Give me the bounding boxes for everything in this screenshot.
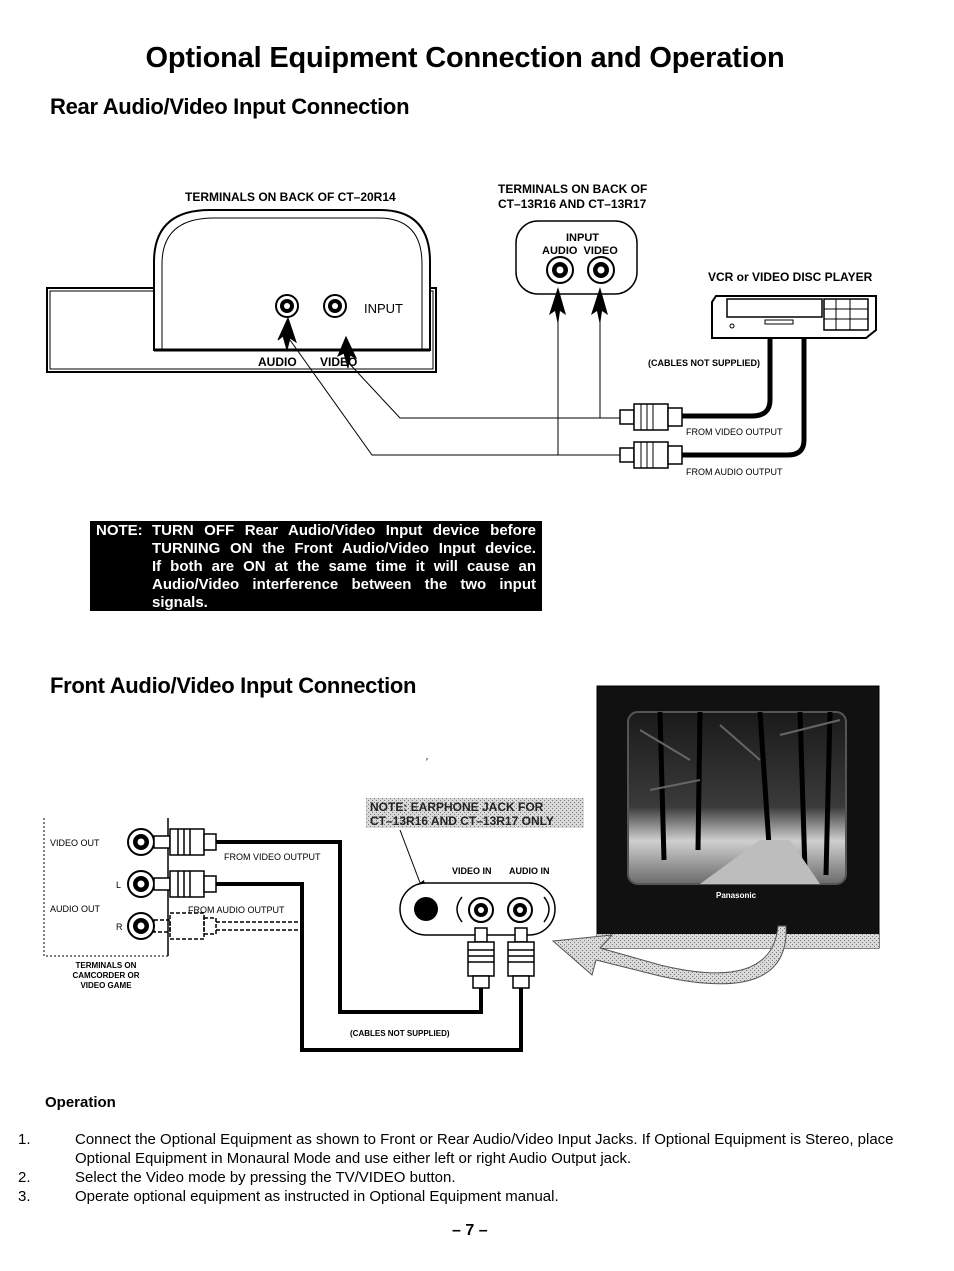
rca-plug-audio [619, 441, 683, 469]
terminals-camcorder-line-1: TERMINALS ON [76, 961, 137, 970]
tree-branches [639, 719, 841, 791]
ct13-arrows [549, 287, 608, 325]
front-from-audio-output: FROM AUDIO OUTPUT [188, 905, 285, 915]
note-text: TURN OFF Rear Audio/Video Input device b… [152, 522, 536, 612]
terminals-ct13-label-1: TERMINALS ON BACK OF [498, 182, 647, 196]
front-cables-not-supplied: (CABLES NOT SUPPLIED) [350, 1029, 450, 1038]
video-out-label: VIDEO OUT [50, 838, 100, 848]
rear-section-heading: Rear Audio/Video Input Connection [50, 94, 410, 119]
vcr-label: VCR or VIDEO DISC PLAYER [708, 270, 873, 284]
r-label: R [116, 922, 123, 932]
note-line: TURNING ON the Front Audio/Video Input d… [152, 540, 536, 557]
terminals-ct13-label-2: CT–13R16 AND CT–13R17 [498, 197, 647, 211]
front-from-video-output: FROM VIDEO OUTPUT [224, 852, 321, 862]
ct20r14-audio-jack [275, 294, 299, 318]
note-line: If both are ON at the same time it will … [152, 558, 536, 575]
terminals-camcorder-line-2: CAMCORDER OR [72, 971, 139, 980]
ct13-jack-labels: AUDIO VIDEO [542, 245, 618, 257]
page-number: – 7 – [452, 1222, 488, 1239]
front-plug-video [467, 927, 495, 989]
note-label: NOTE: [96, 522, 143, 539]
operation-step: 1. Connect the Optional Equipment as sho… [18, 1130, 898, 1168]
audio-in-label: AUDIO IN [509, 866, 550, 876]
vcr-device [711, 295, 877, 339]
video-in-label: VIDEO IN [452, 866, 492, 876]
terminals-camcorder-line-3: VIDEO GAME [80, 981, 132, 990]
l-label: L [116, 880, 121, 890]
pointer-arrow [551, 925, 787, 985]
step-number: 2. [18, 1169, 31, 1186]
rca-plug-video [619, 403, 683, 431]
rear-cables-not-supplied: (CABLES NOT SUPPLIED) [648, 358, 760, 368]
front-cables [214, 840, 523, 1052]
audio-out-label: AUDIO OUT [50, 904, 101, 914]
ct13-input-label: INPUT [566, 232, 599, 244]
step-text: Select the Video mode by pressing the TV… [75, 1169, 456, 1186]
road [700, 840, 820, 884]
camcorder-plug-video [153, 828, 217, 856]
step-text: Operate optional equipment as instructed… [75, 1188, 559, 1205]
note-line: signals. [152, 594, 208, 611]
rear-from-audio-output: FROM AUDIO OUTPUT [686, 467, 783, 477]
front-plug-audio [507, 927, 535, 989]
page-title: Optional Equipment Connection and Operat… [145, 42, 785, 74]
step-text: Connect the Optional Equipment as shown … [75, 1131, 894, 1167]
audio-label: AUDIO [258, 355, 297, 369]
front-section-heading: Front Audio/Video Input Connection [50, 673, 417, 698]
front-jack-panel [399, 882, 556, 936]
front-connection-diagram: Panasonic NOTE: EARPHONE JACK FOR CT–13R… [43, 685, 880, 1052]
earphone-jack [414, 897, 438, 921]
camcorder-plug-audio-l [153, 870, 217, 898]
earphone-note-line-1: NOTE: EARPHONE JACK FOR [370, 800, 544, 814]
note-line: TURN OFF Rear Audio/Video Input device b… [152, 522, 536, 539]
operation-steps: 1. Connect the Optional Equipment as sho… [18, 1130, 898, 1206]
ct20r14-video-jack [323, 294, 347, 318]
input-label: INPUT [364, 301, 403, 316]
rear-connection-diagram: TERMINALS ON BACK OF CT–20R14 INPUT AUDI… [46, 182, 877, 477]
ct13-input-panel: INPUT AUDIO VIDEO [515, 220, 638, 295]
camcorder-plug-audio-r [153, 912, 302, 940]
earphone-note: NOTE: EARPHONE JACK FOR CT–13R16 AND CT–… [366, 798, 584, 896]
step-number: 1. [18, 1131, 31, 1148]
tv-set: Panasonic [596, 685, 880, 949]
operation-step: 2. Select the Video mode by pressing the… [18, 1168, 898, 1187]
stray-mark: ′ [426, 757, 428, 768]
operation-step: 3. Operate optional equipment as instruc… [18, 1187, 898, 1206]
operation-heading: Operation [45, 1094, 116, 1111]
rear-cables [289, 312, 630, 456]
note-box: NOTE: TURN OFF Rear Audio/Video Input de… [90, 521, 542, 611]
terminals-ct20r14-label: TERMINALS ON BACK OF CT–20R14 [185, 190, 396, 204]
vcr-cables [682, 338, 807, 458]
note-line: Audio/Video interference between the two… [152, 576, 536, 593]
ct20r14-back-panel [46, 209, 437, 373]
earphone-note-line-2: CT–13R16 AND CT–13R17 ONLY [370, 814, 554, 828]
left-arrows [277, 316, 358, 369]
tv-brand: Panasonic [716, 891, 757, 900]
step-number: 3. [18, 1188, 31, 1205]
rear-from-video-output: FROM VIDEO OUTPUT [686, 427, 783, 437]
